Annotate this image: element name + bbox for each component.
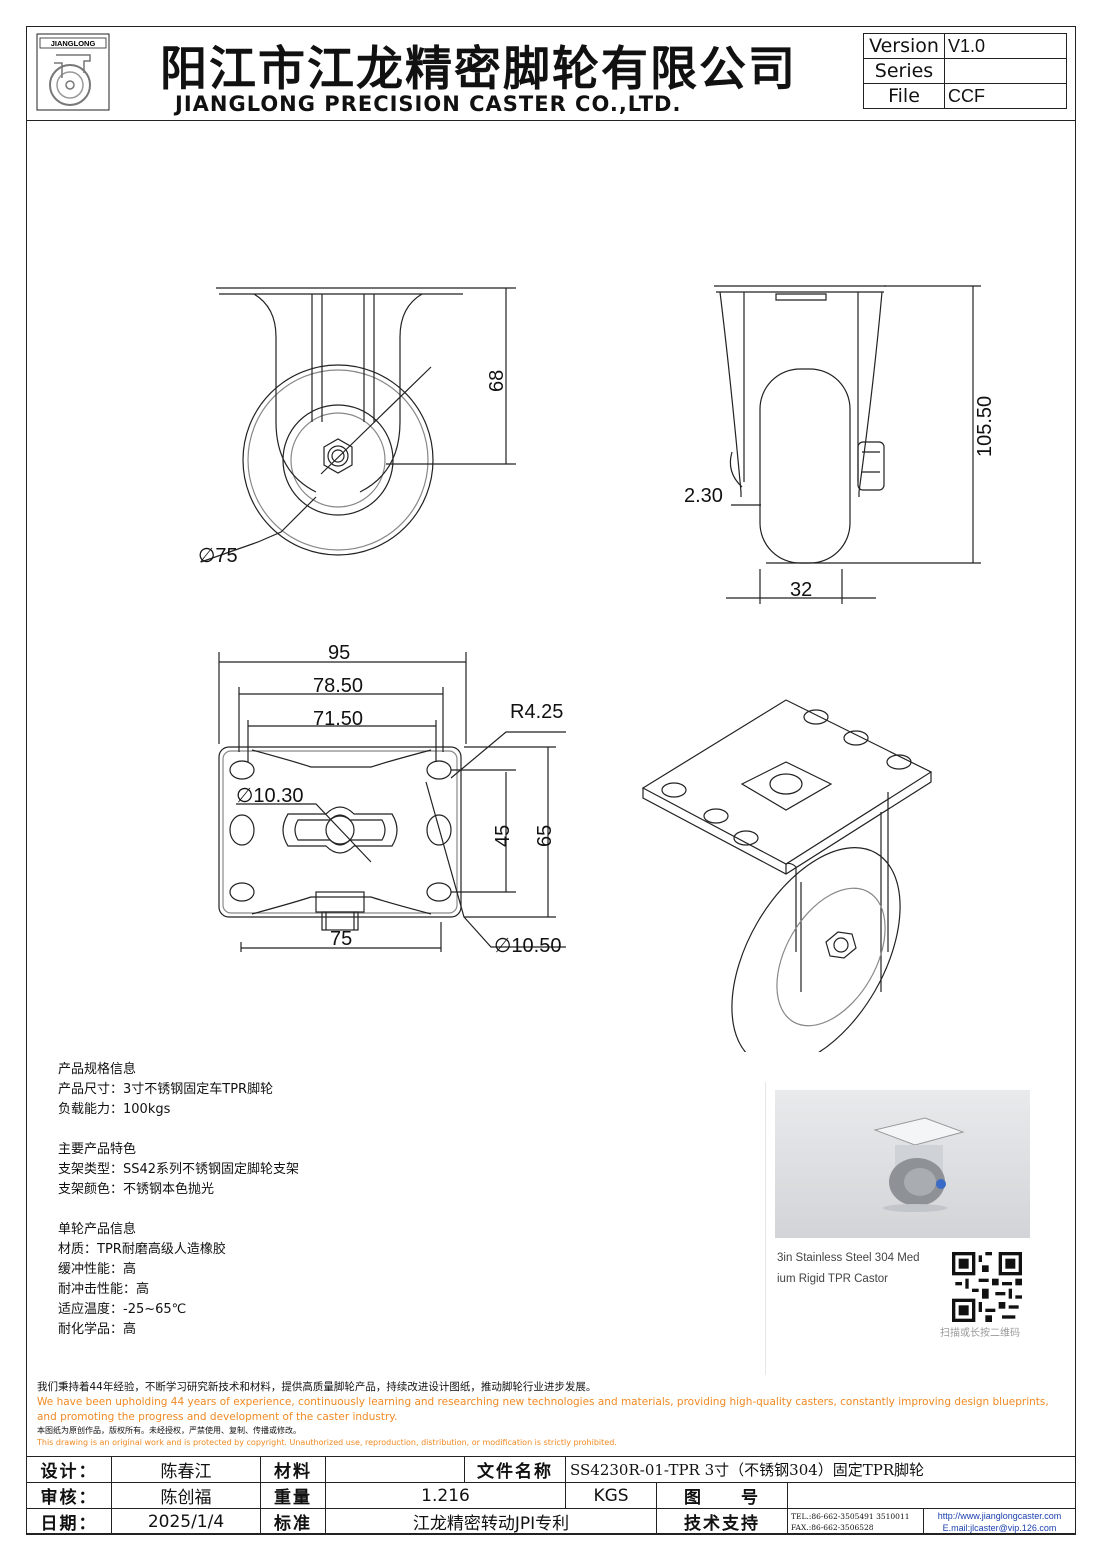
contact-phone: TEL.:86-662-3505491 3510011 FAX.:86-662-… [787, 1508, 924, 1535]
version-row: Version V1.0 [863, 33, 1067, 59]
company-name-en: JIANGLONG PRECISION CASTER CO.,LTD. [175, 92, 682, 116]
weight-unit: KGS [565, 1482, 657, 1509]
version-value: V1.0 [944, 33, 1067, 59]
file-row: File CCF [863, 83, 1067, 109]
title-block-row-3: 日期： 2025/1/4 标准 江龙精密转动JPI专利 技术支持 TEL.:86… [26, 1508, 1076, 1535]
dim-dia-10-30: ∅10.30 [236, 785, 303, 807]
review-label: 审核： [26, 1482, 112, 1509]
product-card [765, 1082, 1041, 1375]
caption-line-2: ium Rigid TPR Castor [777, 1273, 888, 1285]
product-spec: 产品规格信息 产品尺寸：3寸不锈钢固定车TPR脚轮 负载能力：100kgs 主要… [58, 1060, 299, 1340]
top-view [218, 746, 462, 931]
series-value [944, 58, 1067, 84]
technical-drawing: 68 ∅75 105.50 2.30 32 95 78.50 71.50 R4.… [198, 285, 996, 1052]
feature-color: 支架颜色：不锈钢本色抛光 [58, 1182, 215, 1197]
series-row: Series [863, 58, 1067, 84]
date-label: 日期： [26, 1508, 112, 1535]
dim-75-top: 75 [330, 928, 352, 950]
contact-web: http://www.jianglongcaster.com E.mail:jl… [923, 1508, 1076, 1535]
note-en-1: We have been upholding 44 years of exper… [37, 1396, 1049, 1408]
note-cn: 我们秉持着44年经验，不断学习研究新技术和材料，提供高质量脚轮产品，持续改进设计… [37, 1381, 597, 1393]
title-block: 设计： 陈春江 材料 文件名称 SS4230R-01-TPR 3寸（不锈钢304… [26, 1456, 1076, 1535]
dim-32: 32 [790, 579, 812, 601]
product-caption: 3in Stainless Steel 304 Med ium Rigid TP… [777, 1248, 937, 1290]
wheel-heading: 单轮产品信息 [58, 1222, 137, 1237]
header-divider [26, 120, 1076, 121]
file-value: CCF [944, 83, 1067, 109]
qr-code-icon [952, 1252, 1022, 1322]
company-notes: 我们秉持着44年经验，不断学习研究新技术和材料，提供高质量脚轮产品，持续改进设计… [37, 1380, 1049, 1449]
copyright-cn: 本图纸为原创作品，版权所有。未经授权，严禁使用、复制、传播或修改。 [37, 1426, 301, 1435]
qr-caption: 扫描或长按二维码 [940, 1328, 1020, 1339]
note-en-2: and promoting the progress and developme… [37, 1411, 398, 1423]
wheel-cushion: 缓冲性能：高 [58, 1262, 137, 1277]
isometric-view [641, 699, 933, 1052]
spec-heading: 产品规格信息 [58, 1062, 137, 1077]
website-link[interactable]: http://www.jianglongcaster.com [937, 1510, 1062, 1521]
dim-2-30: 2.30 [684, 485, 723, 507]
version-label: Version [863, 33, 945, 59]
series-label: Series [863, 58, 945, 84]
dim-95: 95 [328, 642, 350, 664]
product-photo [775, 1090, 1030, 1238]
side-view [714, 285, 886, 564]
material-value [325, 1456, 465, 1483]
design-value: 陈春江 [111, 1456, 261, 1483]
dim-68: 68 [486, 370, 508, 392]
version-table: Version V1.0 Series File CCF [863, 33, 1067, 109]
caption-line-1: 3in Stainless Steel 304 Med [777, 1252, 920, 1264]
feature-type: 支架类型：SS42系列不锈钢固定脚轮支架 [58, 1162, 300, 1177]
tel-text: TEL.:86-662-3505491 3510011 [791, 1511, 910, 1521]
support-label: 技术支持 [656, 1508, 788, 1535]
review-value: 陈创福 [111, 1482, 261, 1509]
weight-value: 1.216 [325, 1482, 566, 1509]
file-label: File [863, 83, 945, 109]
weight-label: 重量 [260, 1482, 326, 1509]
drawing-number-value [787, 1482, 1076, 1509]
dim-78-50: 78.50 [313, 675, 363, 697]
dim-r4-25: R4.25 [510, 701, 563, 723]
logo-text: JIANGLONG [51, 39, 96, 48]
drawing-number-label: 图 号 [656, 1482, 788, 1509]
front-view [216, 287, 466, 556]
company-logo-icon: JIANGLONG [36, 33, 110, 111]
caster-render-icon [873, 1117, 965, 1212]
dim-105-50: 105.50 [974, 396, 996, 457]
file-name-value: SS4230R-01-TPR 3寸（不锈钢304）固定TPR脚轮 [565, 1456, 1076, 1483]
date-value: 2025/1/4 [111, 1508, 261, 1535]
fax-text: FAX.:86-662-3506528 [791, 1522, 874, 1532]
email-link[interactable]: E.mail:jlcaster@vip.126.com [942, 1522, 1057, 1533]
file-name-label: 文件名称 [464, 1456, 566, 1483]
dim-dia-75: ∅75 [198, 545, 238, 567]
dim-dia-10-50: ∅10.50 [494, 935, 561, 957]
feature-heading: 主要产品特色 [58, 1142, 137, 1157]
standard-label: 标准 [260, 1508, 326, 1535]
title-block-row-2: 审核： 陈创福 重量 1.216 KGS 图 号 [26, 1482, 1076, 1509]
spec-size: 产品尺寸：3寸不锈钢固定车TPR脚轮 [58, 1082, 274, 1097]
title-block-row-1: 设计： 陈春江 材料 文件名称 SS4230R-01-TPR 3寸（不锈钢304… [26, 1456, 1076, 1483]
dim-45: 45 [492, 825, 514, 847]
copyright-en: This drawing is an original work and is … [37, 1438, 617, 1447]
wheel-material: 材质：TPR耐磨高级人造橡胶 [58, 1242, 226, 1257]
wheel-chemical: 耐化学品：高 [58, 1322, 137, 1337]
wheel-temperature: 适应温度：-25~65℃ [58, 1302, 187, 1317]
company-name-cn: 阳江市江龙精密脚轮有限公司 [160, 42, 797, 97]
dim-65: 65 [534, 825, 556, 847]
material-label: 材料 [260, 1456, 326, 1483]
spec-load: 负载能力：100kgs [58, 1102, 171, 1117]
dim-71-50: 71.50 [313, 708, 363, 730]
wheel-impact: 耐冲击性能：高 [58, 1282, 150, 1297]
standard-value: 江龙精密转动JPI专利 [325, 1508, 657, 1535]
design-label: 设计： [26, 1456, 112, 1483]
